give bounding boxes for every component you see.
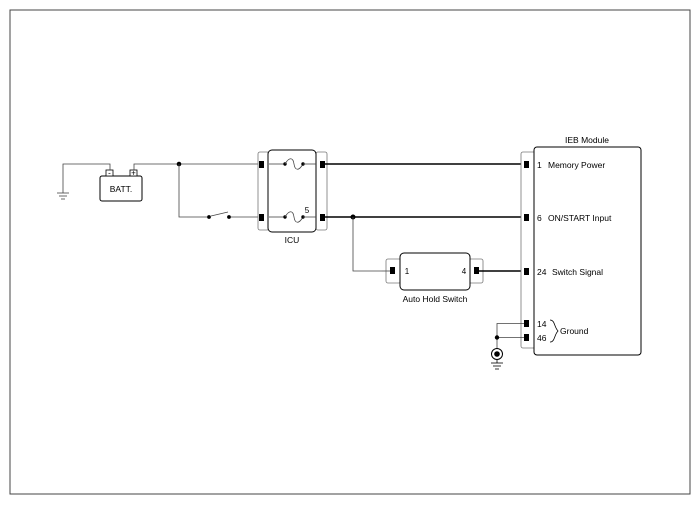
auto-hold-pin-1-label: 1 — [405, 267, 410, 276]
battery-negative-post — [105, 169, 114, 177]
ieb-pin-number: 14 — [537, 319, 547, 329]
auto-hold-pin-1 — [390, 267, 395, 274]
icu: 5 ICU — [257, 149, 328, 245]
battery-label: BATT. — [110, 184, 133, 194]
battery: - + BATT. — [99, 169, 143, 202]
auto-hold-pin-4 — [474, 267, 479, 274]
ieb-pin-name: ON/START Input — [548, 213, 612, 223]
ieb-pin — [524, 161, 529, 168]
fuse-icon — [269, 158, 316, 170]
chassis-ground-icon — [57, 192, 69, 200]
fuse-icon — [269, 211, 316, 223]
battery-positive-symbol: + — [131, 169, 136, 178]
icu-label: ICU — [285, 235, 300, 245]
battery-positive-post — [129, 169, 138, 177]
splice-ground — [494, 335, 500, 340]
icu-pin-out-1 — [320, 161, 325, 168]
ieb-ground-label: Ground — [560, 326, 589, 336]
ieb-ground-wire — [496, 323, 524, 354]
ignition-switch-icon — [207, 211, 231, 219]
auto-hold-switch-label: Auto Hold Switch — [403, 294, 468, 304]
ieb-pin-number: 1 — [537, 160, 542, 170]
diagram-frame — [9, 9, 691, 495]
ieb-module: IEB Module 1 Memory Power 6 ON/START Inp… — [520, 135, 642, 356]
ignition-branch-wire — [178, 164, 207, 218]
ieb-pin-number: 6 — [537, 213, 542, 223]
icu-pin-in-1 — [259, 161, 264, 168]
auto-hold-switch: 1 4 Auto Hold Switch — [385, 252, 484, 304]
battery-ground-wire — [62, 163, 111, 193]
ground-point-icon — [491, 348, 503, 370]
icu-pin-in-2 — [259, 214, 264, 221]
battery-negative-symbol: - — [108, 169, 111, 178]
ieb-pin-number: 46 — [537, 333, 547, 343]
battery-positive-wire — [133, 163, 263, 170]
ieb-pin-name: Memory Power — [548, 160, 605, 170]
ieb-pin-name: Switch Signal — [552, 267, 603, 277]
ieb-pin — [524, 334, 529, 341]
ieb-pin-number: 24 — [537, 267, 547, 277]
ieb-pin — [524, 214, 529, 221]
ground-brace — [549, 319, 559, 343]
auto-hold-pin-4-label: 4 — [462, 267, 467, 276]
auto-hold-feed-wire — [352, 217, 381, 272]
icu-pin-out-2 — [320, 214, 325, 221]
icu-pin-number: 5 — [305, 206, 310, 215]
ieb-pin — [524, 268, 529, 275]
ieb-module-title: IEB Module — [565, 135, 609, 145]
ieb-pin — [524, 320, 529, 327]
